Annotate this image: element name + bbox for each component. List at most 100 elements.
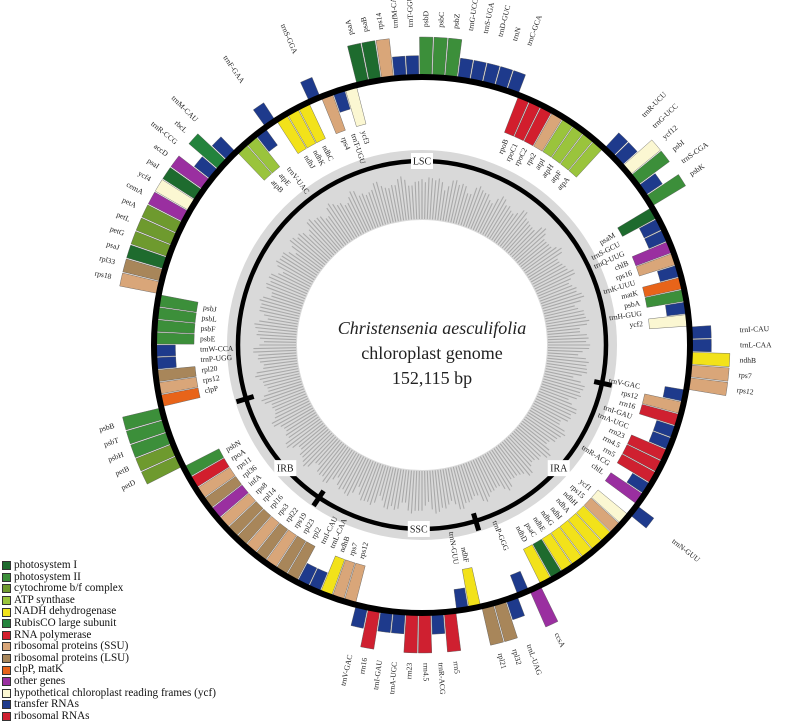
region-label-ssc: SSC [410, 524, 428, 535]
gc-bar [439, 469, 447, 509]
legend-label: clpP, matK [14, 663, 64, 676]
gc-bar [534, 400, 571, 420]
gc-bar [388, 188, 397, 222]
gc-bar [327, 203, 353, 241]
gene-label: clpP [204, 383, 219, 395]
gc-bar [264, 388, 305, 404]
gc-bar [393, 469, 402, 510]
gc-bar [429, 178, 434, 220]
gc-bar [288, 416, 319, 439]
legend-label: NADH dehydrogenase [14, 605, 117, 618]
gc-bar [437, 182, 444, 221]
gc-bar [400, 176, 407, 221]
legend-label: RNA polymerase [14, 628, 92, 641]
gc-bar [254, 323, 298, 330]
gc-bar [266, 286, 305, 302]
gc-bar [268, 276, 308, 295]
gc-bar [507, 436, 533, 463]
gc-bar [361, 193, 377, 229]
region-boundary-ticks [235, 379, 613, 532]
gc-bar [491, 449, 512, 480]
legend-item: ATP synthase [2, 594, 216, 607]
gc-bar [547, 341, 587, 343]
gc-bar [264, 375, 301, 387]
gc-bar [507, 227, 533, 254]
region-boundary-tick [593, 379, 613, 388]
gene-label: rps12 [736, 385, 754, 396]
gc-bar [457, 193, 469, 225]
gc-bar [484, 199, 507, 237]
gc-bar [497, 445, 521, 475]
gc-bar [517, 426, 551, 457]
gc-bar [542, 295, 585, 310]
gc-bar [418, 181, 420, 220]
gc-bar [546, 360, 587, 367]
gene-label: trnfM-CAU [388, 0, 400, 28]
gene-label: trnC-GCA [524, 13, 543, 47]
gc-bar [547, 349, 583, 353]
gc-bar [255, 326, 297, 333]
gc-bar [372, 183, 387, 225]
gc-bar [273, 405, 312, 427]
gc-bar [322, 445, 347, 477]
legend-label: ribosomal RNAs [14, 709, 90, 722]
gene-block-psbD [419, 36, 434, 76]
gc-bar [489, 205, 511, 239]
gc-bar [523, 418, 556, 443]
gene-label: rps12 [620, 388, 639, 401]
gc-bar [256, 365, 298, 374]
gc-bar [295, 252, 321, 272]
legend-item: hypothetical chloroplast reading frames … [2, 687, 216, 700]
gc-bar [339, 203, 360, 237]
gc-bar [518, 241, 547, 266]
gc-bar [336, 204, 358, 238]
gc-bar [275, 398, 309, 415]
gene-block-rrn4.5 [418, 614, 432, 654]
gene-label: trnR-ACG [436, 662, 447, 695]
gc-bar [267, 378, 301, 389]
gc-bar [259, 299, 301, 312]
gc-bar [259, 357, 297, 363]
gc-bar [475, 199, 491, 232]
gc-bar [253, 347, 297, 350]
legend-swatch [2, 619, 11, 629]
gc-bar [472, 459, 491, 497]
gene-label: psaI [146, 156, 162, 171]
gc-bar [308, 229, 335, 256]
gc-bar [390, 185, 399, 222]
gc-bar [259, 320, 298, 328]
legend-label: ribosomal proteins (LSU) [14, 651, 129, 664]
legend-item: clpP, matK [2, 664, 216, 676]
gene-label: rrn23 [404, 662, 414, 679]
gc-bar [486, 205, 507, 238]
gc-bar [271, 402, 311, 424]
gc-bar [272, 393, 307, 409]
gc-bar [348, 196, 367, 233]
gc-bar [258, 352, 297, 356]
gc-bar [535, 272, 576, 292]
gc-bar [322, 446, 349, 482]
gc-bar [515, 233, 546, 262]
gc-bar [547, 331, 581, 336]
gene-block-ndhB [691, 352, 731, 367]
legend-label: ribosomal proteins (SSU) [14, 640, 129, 653]
gc-bar [472, 194, 490, 231]
gc-bar [289, 239, 324, 268]
gc-bar [285, 414, 318, 436]
gene-block-psbE [155, 332, 195, 345]
gc-bar [452, 183, 464, 224]
gene-label: trnM-CAU [170, 94, 201, 125]
gene-label: psbL [201, 313, 218, 324]
gene-label: rbcL [173, 118, 190, 135]
gene-label: rpl21 [496, 652, 509, 670]
gc-bar [352, 458, 369, 493]
legend-swatch [2, 654, 11, 664]
gc-bar [384, 187, 394, 223]
gc-bar [536, 395, 577, 415]
gc-bar [533, 268, 568, 288]
gc-bar [546, 316, 586, 325]
gc-bar [394, 185, 402, 221]
legend-swatch [2, 596, 11, 606]
legend-item: NADH dehydrogenase [2, 606, 216, 618]
gene-label: trnI-GAU [371, 659, 384, 690]
